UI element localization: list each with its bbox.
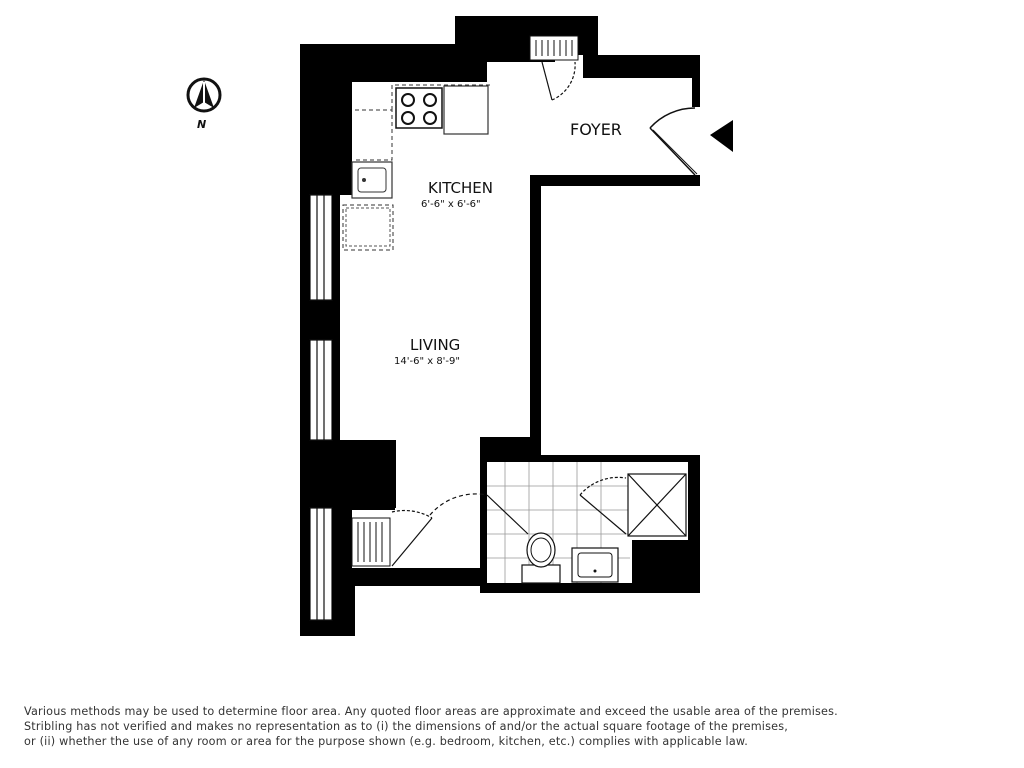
bathroom-door: [429, 493, 529, 535]
bathroom-tile: [487, 462, 630, 583]
compass-label: N: [197, 118, 206, 131]
linen-closet-door: [391, 509, 433, 567]
window-bottom: [309, 507, 333, 621]
wall-bath-east: [688, 455, 700, 593]
wall-bath-block: [300, 440, 396, 508]
disclaimer-line-3: or (ii) whether the use of any room or a…: [24, 735, 748, 748]
entry-door: [649, 107, 698, 176]
shower-door: [579, 476, 627, 535]
north-arrow-icon: [186, 77, 222, 113]
kitchen-counter: [342, 84, 490, 251]
kitchen-dims: 6'-6" x 6'-6": [421, 199, 481, 210]
wall-shower-block: [632, 540, 688, 590]
wall-bath-west: [480, 486, 487, 593]
shower-icon: [627, 473, 687, 537]
window-lower: [309, 339, 333, 441]
bathroom-sink-icon: [571, 547, 619, 583]
wall-foyer-east: [692, 55, 700, 107]
toilet-icon: [521, 532, 561, 584]
wall-bath-south: [480, 583, 700, 593]
wall-closet-west: [340, 508, 352, 568]
kitchen-label: KITCHEN: [428, 179, 493, 197]
stove-icon: [395, 87, 443, 129]
window-upper: [309, 194, 333, 301]
walls: [300, 16, 700, 636]
wall-foyer-south: [530, 175, 700, 455]
refrigerator-icon: [443, 85, 489, 135]
wall-west-pier: [300, 300, 340, 340]
closet-door: [541, 61, 576, 101]
disclaimer: Various methods may be used to determine…: [24, 704, 1004, 749]
kitchen-sink-icon: [351, 161, 393, 199]
disclaimer-line-1: Various methods may be used to determine…: [24, 705, 838, 718]
living-label: LIVING: [410, 336, 460, 354]
living-dims: 14'-6" x 8'-9": [394, 356, 460, 367]
wall-northwest: [300, 16, 700, 195]
disclaimer-line-2: Stribling has not verified and makes no …: [24, 720, 788, 733]
wall-bath-north: [480, 437, 700, 486]
dishwasher-icon: [345, 207, 391, 247]
windows: [309, 194, 333, 621]
linen-closet: [351, 517, 391, 567]
wall-south: [300, 568, 480, 636]
foyer-label: FOYER: [570, 120, 622, 139]
entry-arrow-icon: [710, 120, 733, 152]
coat-closet: [529, 35, 579, 61]
